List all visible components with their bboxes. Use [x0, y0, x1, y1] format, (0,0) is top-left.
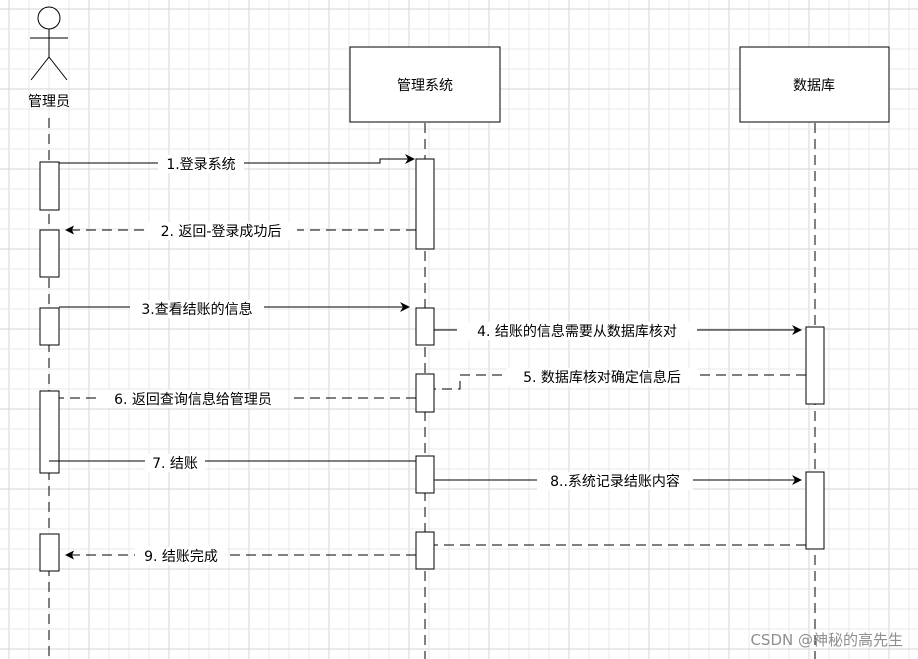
message-2-arrowhead	[65, 225, 74, 235]
system-activation-5	[415, 531, 435, 570]
message-2-label: 2. 返回-登录成功后	[161, 224, 282, 240]
actor-activation-2	[39, 229, 60, 278]
actor-activation-1	[39, 161, 60, 211]
message-5-label: 5. 数据库核对确定信息后	[523, 369, 681, 386]
system-participant-label: 管理系统	[397, 78, 453, 94]
database-participant-label: 数据库	[793, 78, 835, 94]
system-activation-4	[415, 455, 435, 494]
message-3-label: 3.查看结账的信息	[141, 301, 252, 318]
message-5-arrow	[434, 374, 806, 390]
message-8-label: 8..系统记录结账内容	[550, 473, 680, 490]
message-1-label: 1.登录系统	[166, 157, 235, 173]
system-activation-3	[415, 373, 435, 413]
database-participant-box[interactable]	[739, 46, 890, 123]
actor-activation-4	[39, 390, 60, 474]
message-4-label: 4. 结账的信息需要从数据库核对	[477, 323, 677, 340]
database-activation-1	[805, 326, 825, 405]
system-activation-2	[415, 307, 435, 346]
message-6-label: 6. 返回查询信息给管理员	[114, 391, 272, 408]
system-participant-box[interactable]	[349, 46, 501, 123]
actor-activation-3	[39, 307, 60, 346]
system-activation-1	[415, 158, 435, 250]
message-7-label: 7. 结账	[152, 456, 198, 472]
watermark-text: CSDN @神秘的高先生	[750, 631, 903, 649]
database-activation-2	[805, 471, 825, 550]
message-9-label: 9. 结账完成	[144, 549, 218, 565]
message-9-arrowhead	[65, 550, 74, 560]
actor-activation-5	[39, 533, 60, 572]
actor-label: 管理员	[28, 94, 70, 110]
actor-icon[interactable]	[30, 6, 68, 81]
